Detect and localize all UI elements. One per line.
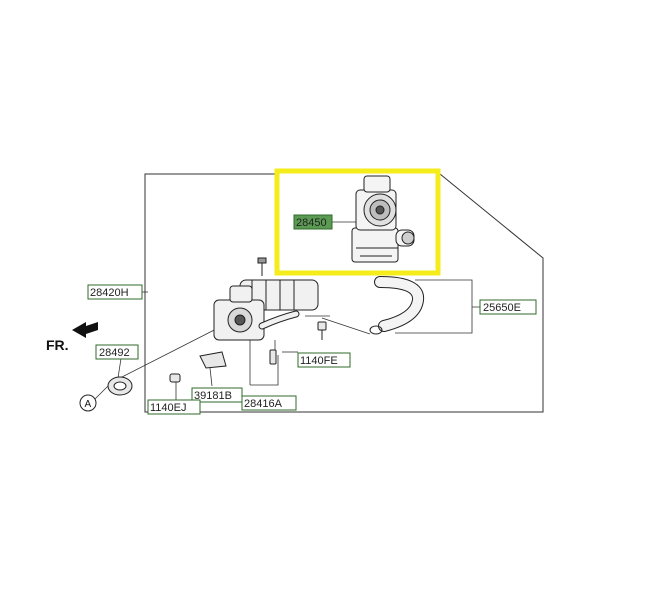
part-label-1140FE[interactable]: 1140FE (297, 352, 351, 368)
coolant-hose-drawing (369, 276, 424, 335)
throttle-body-drawing (351, 175, 415, 263)
part-label-28420H[interactable]: 28420H (87, 284, 143, 300)
svg-text:39181B: 39181B (194, 390, 232, 402)
part-label-28450[interactable]: 28450 (293, 214, 333, 230)
highlight-box (274, 168, 441, 276)
svg-text:28420H: 28420H (90, 287, 129, 299)
part-label-28492[interactable]: 28492 (95, 344, 139, 360)
part-label-25650E[interactable]: 25650E (479, 299, 537, 315)
hardware-drawing (107, 321, 327, 396)
svg-text:1140FE: 1140FE (300, 355, 338, 367)
front-arrow-icon (72, 322, 98, 338)
part-label-28416A[interactable]: 28416A (241, 395, 297, 411)
svg-text:28492: 28492 (99, 347, 130, 359)
svg-text:25650E: 25650E (483, 302, 521, 314)
assembly-frame (144, 173, 544, 413)
leader-lines (93, 221, 480, 401)
svg-text:28416A: 28416A (244, 398, 283, 410)
part-label-39181B[interactable]: 39181B (191, 387, 243, 403)
part-label-1140EJ[interactable]: 1140EJ (147, 399, 201, 415)
svg-text:28450: 28450 (296, 217, 327, 229)
callout-circle (79, 394, 97, 412)
direction-label: FR. (46, 337, 69, 353)
egr-assembly-drawing (213, 257, 319, 341)
callout-label: A (85, 399, 92, 410)
svg-text:1140EJ: 1140EJ (150, 402, 187, 414)
